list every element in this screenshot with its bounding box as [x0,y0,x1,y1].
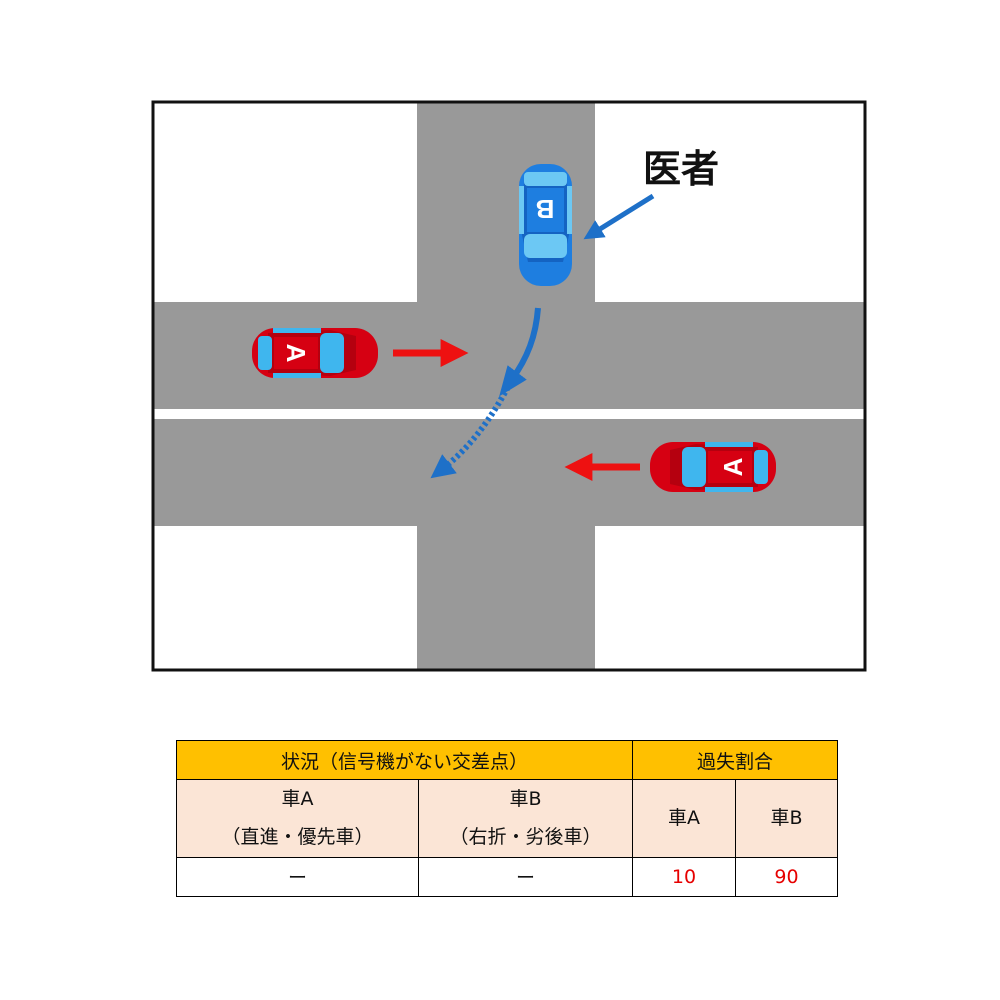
car-a-westbound: A [650,442,776,492]
ratio-b-header: 車B [735,779,839,858]
ratio-b-value: 90 [735,856,839,898]
car-b-turn-path-solid [499,307,541,397]
ratio-a-value: 10 [632,856,737,898]
car-a-title: 車A [281,788,314,811]
car-a-bottom-label: A [718,457,748,476]
ratio-a-header: 車A [632,779,737,858]
car-b-desc: （右折・劣後車） [449,826,602,849]
car-a-eastbound: A [252,328,378,378]
doctor-label: 医者 [643,147,719,191]
situation-header: 状況（信号機がない交差点） [175,739,634,781]
situation-b-value: ー [417,856,634,898]
car-a-top-label: A [281,344,311,363]
road-network [153,102,865,670]
situation-a-value: ー [176,856,419,898]
car-b-column-header: 車B （右折・劣後車） [417,779,634,858]
car-a-column-header: 車A （直進・優先車） [176,779,419,858]
car-a-desc: （直進・優先車） [221,826,374,849]
diagram-border [151,100,867,672]
fault-ratio-table: 状況（信号機がない交差点） 過失割合 車A （直進・優先車） 車B （右折・劣後… [175,739,839,898]
car-b-title: 車B [509,788,542,811]
doctor-pointer-arrow [583,193,655,240]
intersection-diagram: A A B 医者 [151,100,867,672]
center-line [153,409,865,419]
fault-ratio-header: 過失割合 [632,739,839,781]
car-b-southbound: B [519,164,572,286]
car-b-turn-path-dotted [430,385,511,479]
car-b-label: B [536,194,555,224]
